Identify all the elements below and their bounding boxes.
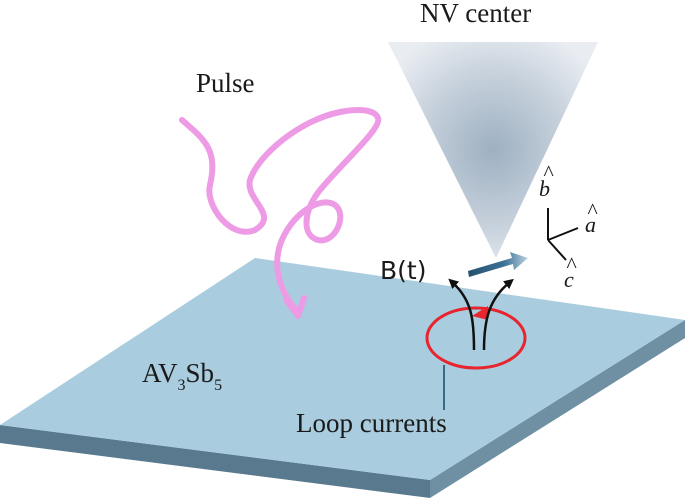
- axis-c-line: [547, 239, 567, 261]
- loop-currents-label: Loop currents: [296, 408, 447, 438]
- material-mid: Sb: [186, 358, 215, 388]
- axis-c-label: c: [564, 267, 574, 292]
- sample-slab-side: [0, 425, 430, 498]
- material-base: AV: [142, 358, 178, 388]
- material-sub1: 3: [178, 377, 186, 394]
- axis-b-hat: ^: [543, 160, 554, 185]
- material-sub2: 5: [214, 377, 222, 394]
- pulse-arrowhead: [283, 295, 307, 319]
- nv-spin-arrow: [468, 252, 528, 277]
- axis-a-hat: ^: [587, 198, 598, 223]
- pulse-wave: [179, 107, 382, 315]
- loop-current-arrowhead: [472, 306, 488, 320]
- field-line-left: [448, 278, 476, 351]
- sample-slab-side-right: [430, 320, 685, 498]
- pulse-label: Pulse: [196, 68, 255, 98]
- axis-a-line: [547, 227, 579, 241]
- field-line-right: [482, 278, 514, 351]
- axis-a-label: a: [585, 212, 596, 237]
- material-label: AV3Sb5: [142, 358, 222, 394]
- axis-c-hat: ^: [566, 252, 577, 277]
- nv-center-label: NV center: [420, 0, 531, 28]
- loop-current-ellipse: [425, 306, 527, 370]
- axis-b-label: b: [539, 176, 550, 201]
- sample-slab-top: [0, 258, 685, 480]
- nv-tip-cone: [388, 42, 598, 258]
- field-label: B(t): [380, 256, 426, 285]
